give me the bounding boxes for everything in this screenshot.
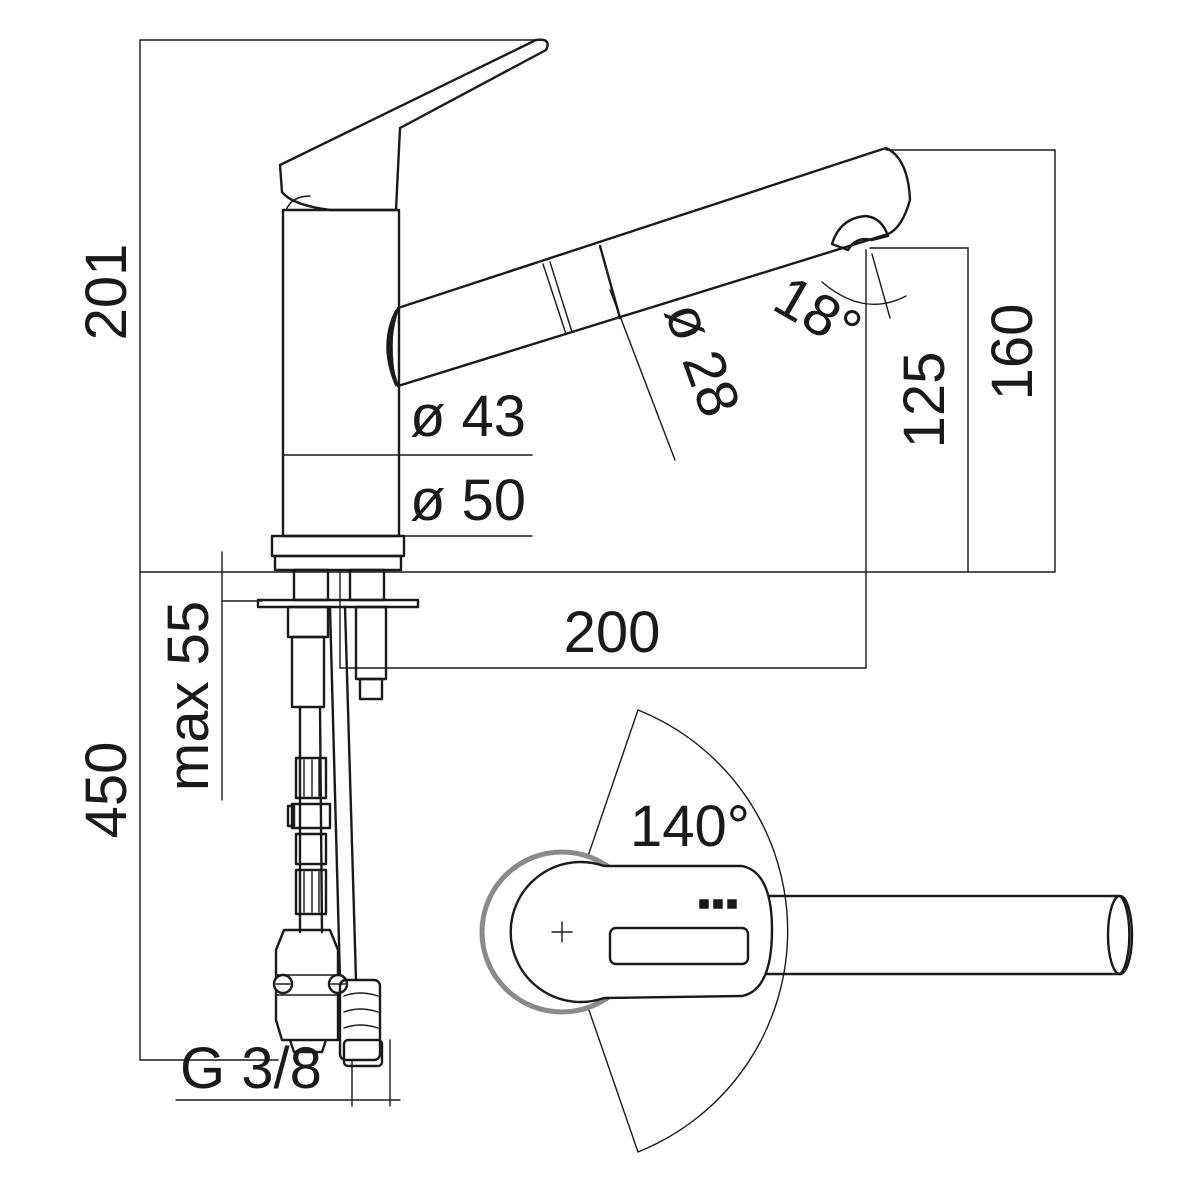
label-dia-50: ø 50 [410, 468, 526, 533]
handle-top [509, 860, 774, 1004]
label-max-55: max 55 [156, 601, 221, 791]
connector-block [274, 928, 340, 1042]
thread-nut [338, 978, 382, 1062]
spout-top [758, 894, 1131, 976]
aerator [830, 214, 890, 252]
label-201: 201 [74, 244, 139, 341]
label-angle-140: 140° [630, 794, 750, 859]
mounting-plate [256, 598, 420, 609]
label-g-3-8: G 3/8 [180, 1036, 322, 1101]
swivel-sector [561, 709, 789, 1153]
label-160: 160 [980, 304, 1045, 401]
faucet-top-view [479, 709, 1134, 1153]
label-200: 200 [564, 600, 661, 665]
faucet-base [270, 534, 406, 558]
label-450: 450 [74, 742, 139, 839]
supply-hose-left [298, 705, 324, 934]
label-dia-43: ø 43 [410, 384, 526, 449]
supply-hose-right [328, 605, 358, 982]
label-125: 125 [892, 352, 957, 449]
label-angle-18: 18° [764, 263, 872, 363]
faucet-body [281, 208, 401, 538]
label-dia-28: ø 28 [652, 294, 753, 425]
lever-handle [278, 38, 549, 212]
dimension-lines [139, 39, 1056, 1107]
